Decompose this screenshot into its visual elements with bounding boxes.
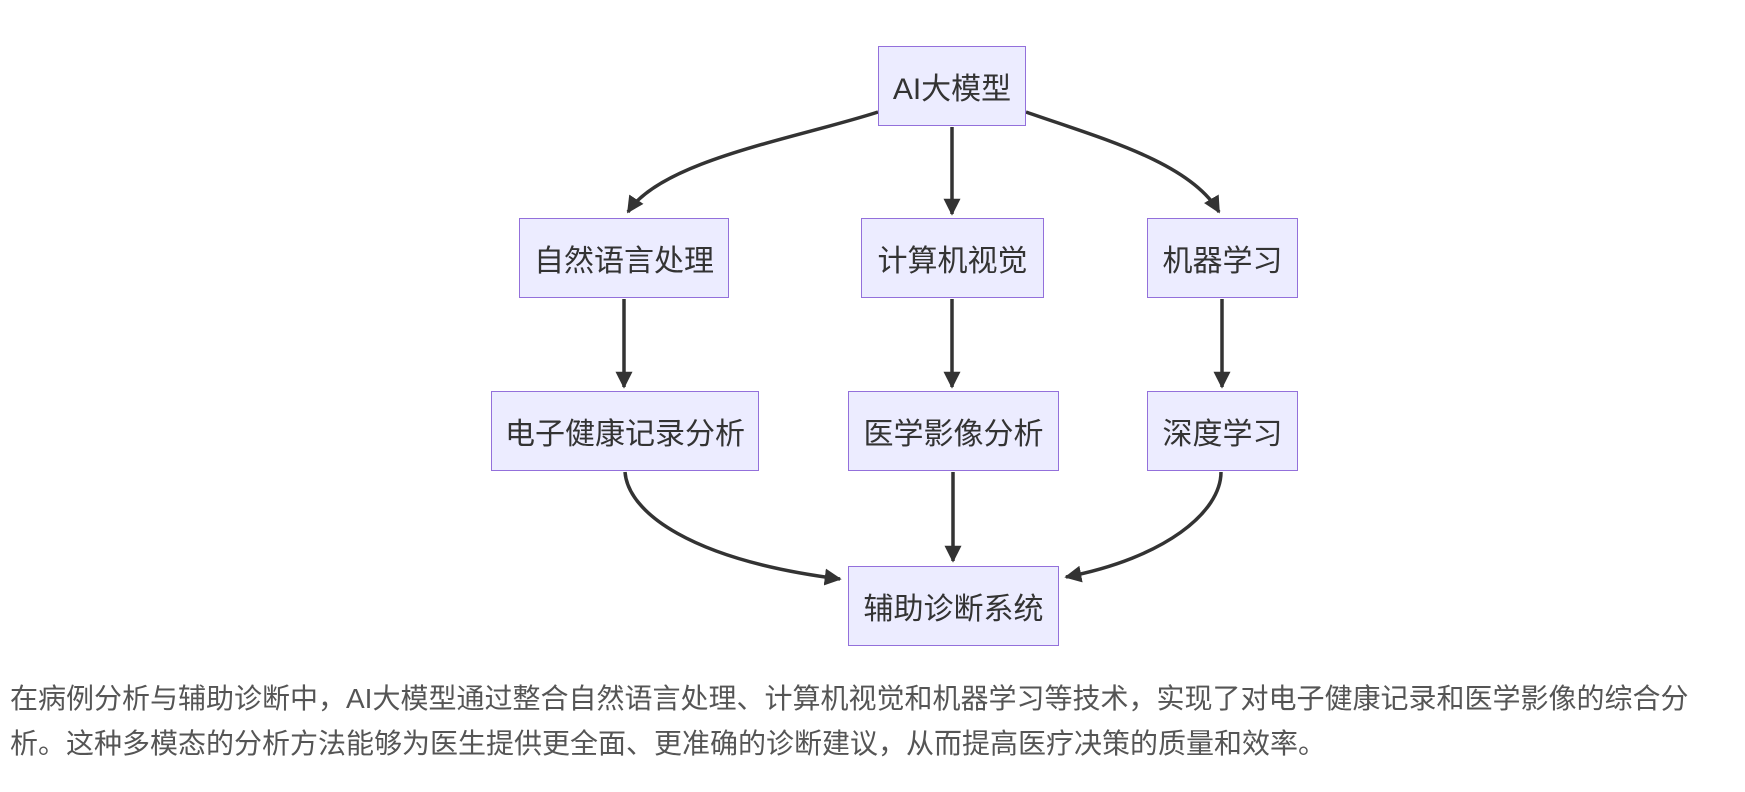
node-label: 电子健康记录分析 (505, 418, 745, 451)
node-label: 机器学习 (1162, 245, 1283, 278)
flowchart-node-deep-learning: 深度学习 (1147, 391, 1298, 471)
flowchart-node-nlp: 自然语言处理 (519, 218, 729, 298)
node-label: 深度学习 (1162, 418, 1283, 451)
node-label: 辅助诊断系统 (863, 593, 1044, 626)
caption-line-1: 在病例分析与辅助诊断中，AI大模型通过整合自然语言处理、计算机视觉和机器学习等技… (10, 683, 1689, 714)
caption-paragraph: 在病例分析与辅助诊断中，AI大模型通过整合自然语言处理、计算机视觉和机器学习等技… (10, 676, 1737, 766)
edge-ai-to-ml (1025, 110, 1221, 214)
edge-dl-to-dx (1064, 471, 1223, 583)
node-label: 自然语言处理 (534, 245, 714, 278)
edge-ai-to-nlp (626, 110, 879, 214)
node-label: 医学影像分析 (863, 418, 1044, 451)
node-label: AI大模型 (892, 73, 1012, 106)
node-label: 计算机视觉 (877, 245, 1028, 278)
flowchart-node-computer-vision: 计算机视觉 (861, 218, 1044, 298)
caption-line-2: 析。这种多模态的分析方法能够为医生提供更全面、更准确的诊断建议，从而提高医疗决策… (10, 728, 1327, 759)
edge-ehr-to-dx (623, 471, 842, 586)
flowchart-node-ai-model: AI大模型 (878, 46, 1026, 126)
flowchart-node-ehr-analysis: 电子健康记录分析 (491, 391, 759, 471)
flowchart-node-machine-learning: 机器学习 (1147, 218, 1298, 298)
flowchart-node-diagnosis-system: 辅助诊断系统 (848, 566, 1059, 646)
flowchart-node-medical-imaging-analysis: 医学影像分析 (848, 391, 1059, 471)
